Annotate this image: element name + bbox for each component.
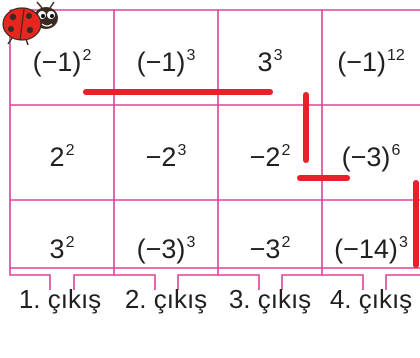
exit-label-1: 1. çıkış (8, 284, 112, 324)
expression-exponent: 2 (66, 234, 75, 251)
expression-base: (−14) (334, 234, 398, 264)
expression-base: (−3) (137, 234, 186, 264)
expression-cell-r1-c3: 33 (258, 47, 283, 77)
expression-base: 3 (258, 47, 273, 77)
expression-cell-r3-c2: (−3)3 (137, 234, 196, 264)
expression-cell-r1-c4: (−1)12 (337, 47, 405, 77)
expression-exponent: 2 (82, 47, 91, 64)
expression-cell-r2-c3: −22 (250, 142, 291, 172)
expression-base: 2 (50, 142, 65, 172)
expression-base: −2 (146, 142, 177, 172)
expression-exponent: 6 (391, 142, 400, 159)
expression-base: −2 (250, 142, 281, 172)
expression-base: (−1) (33, 47, 82, 77)
expression-cell-r1-c1: (−1)2 (33, 47, 92, 77)
ladybug-icon (3, 2, 58, 45)
expression-exponent: 2 (281, 234, 290, 251)
expression-cell-r2-c1: 22 (50, 142, 75, 172)
expression-base: (−1) (137, 47, 186, 77)
expression-base: (−3) (342, 142, 391, 172)
expression-exponent: 3 (177, 142, 186, 159)
exit-label-4: 4. çıkış (322, 284, 420, 324)
expression-cell-r2-c4: (−3)6 (342, 142, 401, 172)
expression-exponent: 3 (186, 47, 195, 64)
exit-label-3: 3. çıkış (218, 284, 322, 324)
expression-base: (−1) (337, 47, 386, 77)
exit-label-2: 2. çıkış (114, 284, 218, 324)
expression-exponent: 3 (399, 234, 408, 251)
expression-cell-r3-c3: −32 (250, 234, 291, 264)
expression-base: −3 (250, 234, 281, 264)
expression-cell-r3-c4: (−14)3 (334, 234, 408, 264)
expression-exponent: 2 (66, 142, 75, 159)
expression-cell-r1-c2: (−1)3 (137, 47, 196, 77)
expression-exponent: 3 (274, 47, 283, 64)
expression-cell-r2-c2: −23 (146, 142, 187, 172)
expression-cell-r3-c1: 32 (50, 234, 75, 264)
expression-exponent: 3 (186, 234, 195, 251)
expression-exponent: 12 (387, 47, 405, 64)
expression-base: 3 (50, 234, 65, 264)
expression-exponent: 2 (281, 142, 290, 159)
